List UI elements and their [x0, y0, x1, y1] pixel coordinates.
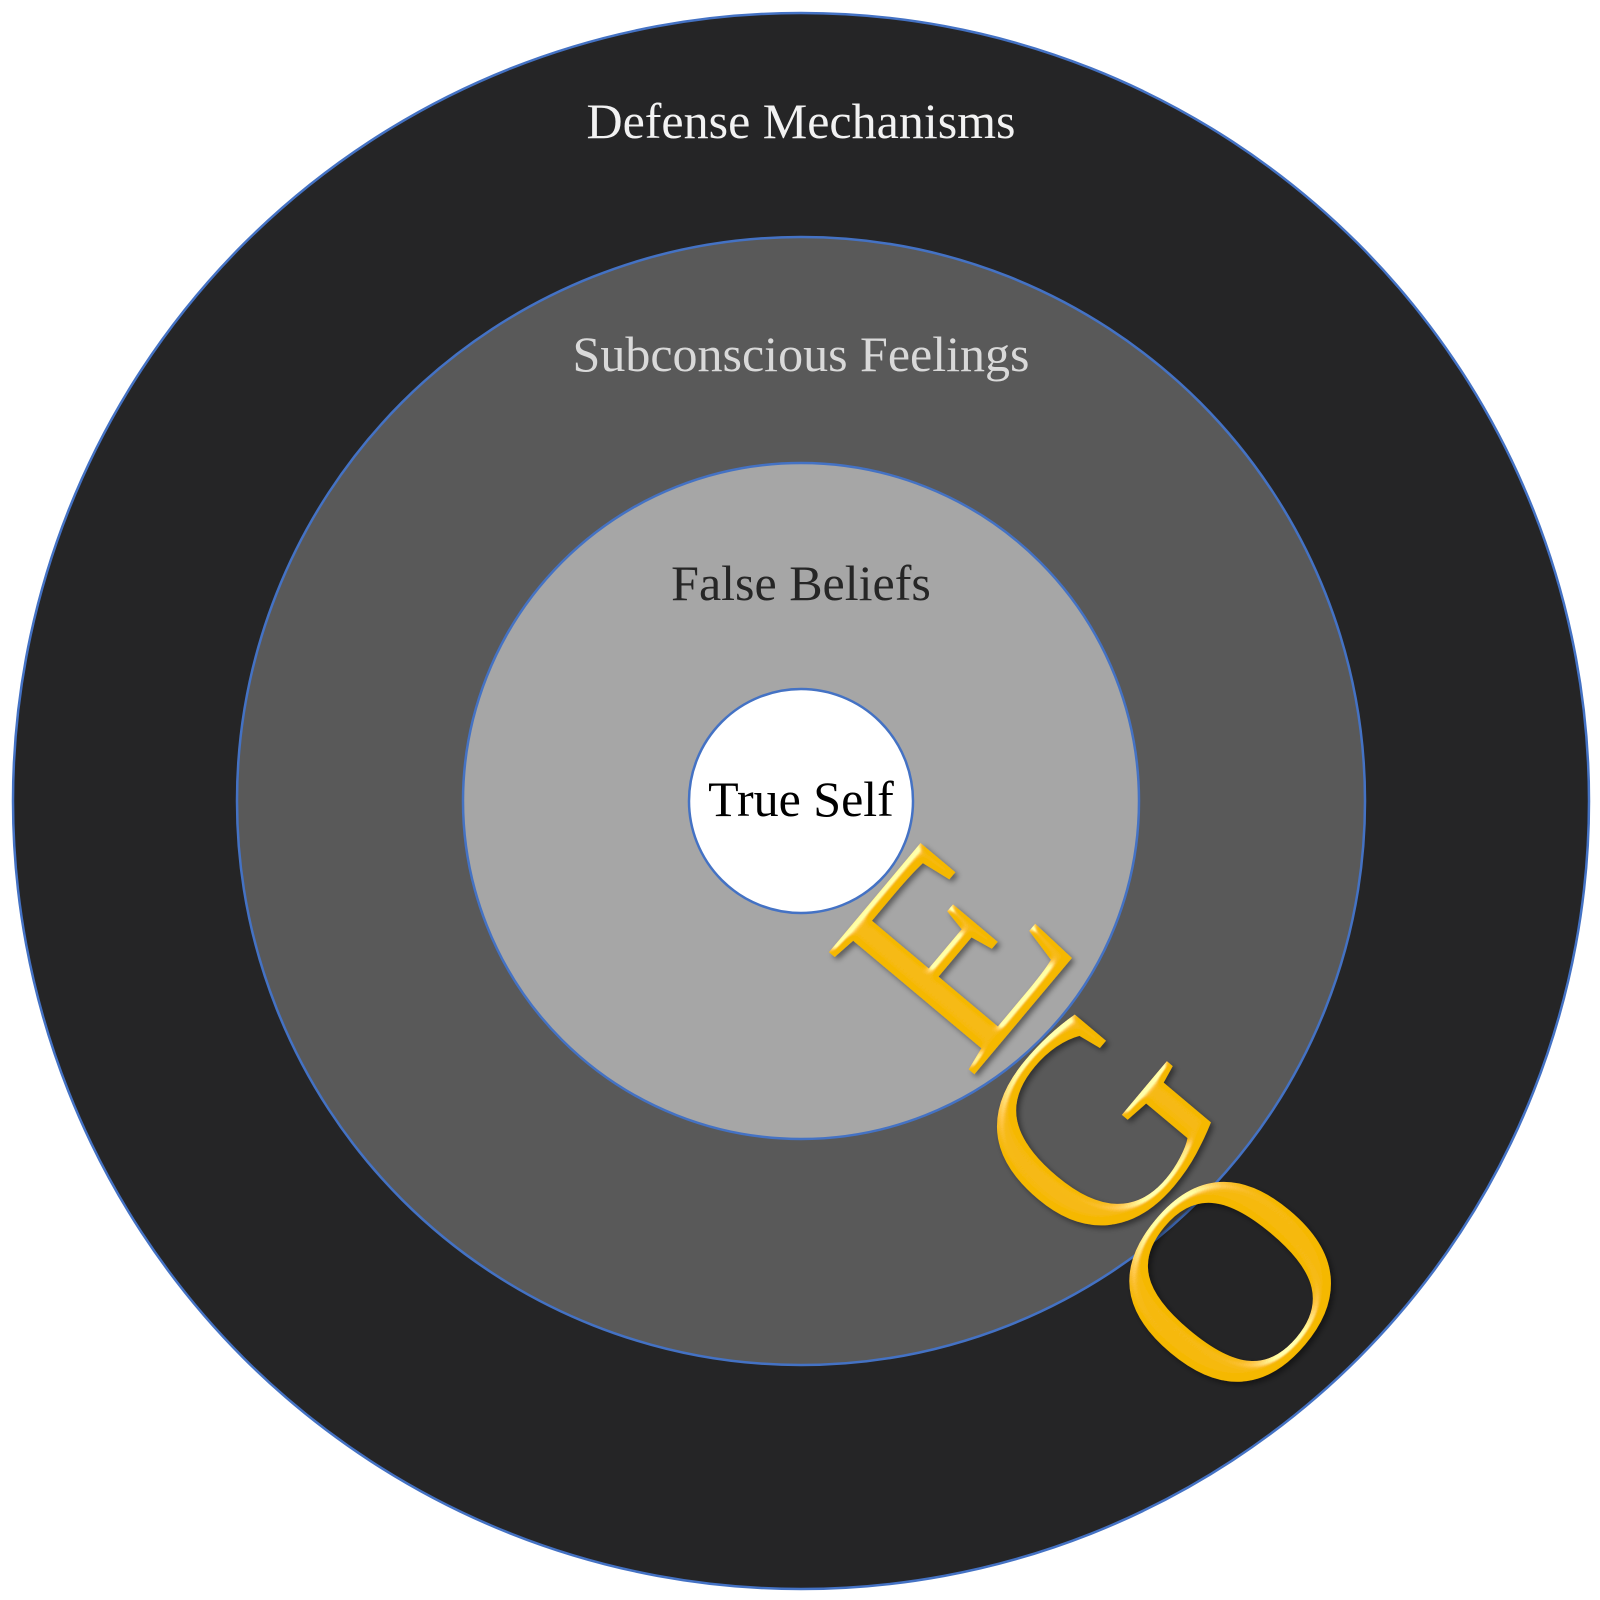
defense-mechanisms-label: Defense Mechanisms [586, 93, 1015, 149]
true-self-label: True Self [708, 771, 894, 827]
false-beliefs-label: False Beliefs [671, 555, 931, 611]
true-self-circle [687, 687, 915, 915]
subconscious-feelings-label: Subconscious Feelings [573, 326, 1030, 382]
